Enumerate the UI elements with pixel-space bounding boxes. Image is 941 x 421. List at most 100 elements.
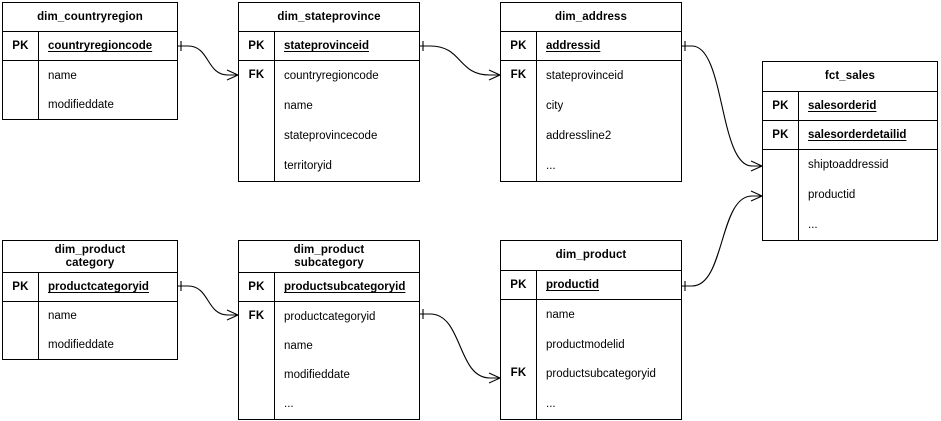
relationship-rel-productcategory-subcategory[interactable] bbox=[178, 281, 239, 321]
attribute-row[interactable]: name bbox=[275, 331, 419, 360]
relationship-rel-countryregion-stateprovince[interactable] bbox=[178, 41, 239, 81]
attribute-row[interactable]: productid bbox=[799, 180, 937, 210]
attribute-name: name bbox=[284, 100, 313, 112]
entity-title-fct_sales: fct_sales bbox=[763, 62, 937, 92]
relationship-rel-product-sales[interactable] bbox=[682, 190, 763, 291]
crowsfoot-prong-2 bbox=[488, 74, 501, 81]
crowsfoot-prong-2 bbox=[750, 195, 763, 202]
entity-attribute-column: name productmodelid productsubcategoryid..… bbox=[537, 300, 681, 419]
key-label: PK bbox=[3, 273, 39, 301]
attribute-row[interactable]: name bbox=[275, 91, 419, 121]
attribute-row[interactable]: productmodelid bbox=[537, 330, 681, 360]
relationship-line bbox=[420, 313, 500, 379]
key-label: PK bbox=[3, 32, 39, 60]
entity-body-dim_productcategory: name modifieddate bbox=[3, 302, 177, 359]
attribute-row[interactable]: productsubcategoryid bbox=[537, 360, 681, 390]
crowsfoot-prong-2 bbox=[226, 314, 239, 321]
attribute-row[interactable]: name bbox=[39, 61, 177, 90]
attribute-row[interactable]: city bbox=[537, 91, 681, 121]
relationship-rel-stateprovince-address[interactable] bbox=[420, 41, 501, 81]
attribute-row[interactable]: stateprovincecode bbox=[275, 121, 419, 151]
entity-key-column bbox=[3, 302, 39, 359]
entity-key-column bbox=[763, 150, 799, 240]
entity-title-dim_countryregion: dim_countryregion bbox=[3, 3, 177, 32]
attribute-row[interactable]: modifieddate bbox=[39, 90, 177, 119]
attribute-row[interactable]: modifieddate bbox=[275, 361, 419, 390]
crowsfoot-prong-2 bbox=[488, 377, 501, 384]
key-label: PK bbox=[239, 32, 275, 60]
attribute-name: name bbox=[48, 310, 77, 323]
attribute-row[interactable]: countryregioncode bbox=[275, 61, 419, 91]
entity-row-pk[interactable]: PK productcategoryid bbox=[3, 273, 177, 302]
crowsfoot-prong-0 bbox=[750, 190, 763, 197]
attribute-row[interactable]: name bbox=[39, 302, 177, 331]
entity-title-dim_address: dim_address bbox=[501, 3, 681, 32]
entity-row-pk[interactable]: PK productsubcategoryid bbox=[239, 273, 419, 302]
entity-key-column bbox=[3, 61, 39, 119]
attribute-row[interactable]: ... bbox=[275, 390, 419, 419]
attribute-name: name bbox=[546, 308, 575, 321]
attribute-name: territoryid bbox=[284, 160, 332, 172]
crowsfoot-prong-2 bbox=[750, 165, 763, 172]
entity-attribute-column: productcategoryid name modifieddate... bbox=[275, 302, 419, 419]
key-label: FK bbox=[510, 367, 527, 380]
key-label: FK bbox=[248, 309, 265, 322]
attribute-row[interactable]: territoryid bbox=[275, 151, 419, 181]
key-label: FK bbox=[510, 69, 527, 81]
attribute-name: productsubcategoryid bbox=[546, 368, 656, 381]
attribute-row[interactable]: shiptoaddressid bbox=[799, 150, 937, 180]
crowsfoot-prong-0 bbox=[226, 69, 239, 76]
attribute-row[interactable]: addressline2 bbox=[537, 121, 681, 151]
entity-key-column: FK bbox=[239, 302, 275, 419]
crowsfoot-prong-0 bbox=[226, 309, 239, 316]
entity-row-pk[interactable]: PK countryregioncode bbox=[3, 32, 177, 61]
attribute-row[interactable]: modifieddate bbox=[39, 331, 177, 360]
attribute-name: productcategoryid bbox=[284, 310, 376, 323]
attribute-name: salesorderdetailid bbox=[808, 129, 907, 141]
entity-key-column: FK bbox=[501, 61, 537, 181]
attribute-name: countryregioncode bbox=[284, 70, 379, 82]
attribute-name: ... bbox=[284, 398, 294, 411]
entity-title-dim_productsubcategory: dim_product subcategory bbox=[239, 241, 419, 273]
attribute-row[interactable]: stateprovinceid bbox=[537, 61, 681, 91]
key-label: PK bbox=[501, 32, 537, 60]
attribute-name: modifieddate bbox=[48, 338, 114, 351]
attribute-name: countryregioncode bbox=[48, 40, 153, 52]
entity-key-column: FK bbox=[239, 61, 275, 181]
entity-body-dim_productsubcategory: FK productcategoryid name modifieddate... bbox=[239, 302, 419, 419]
attribute-name: salesorderid bbox=[808, 100, 877, 112]
attribute-row[interactable]: ... bbox=[537, 151, 681, 181]
entity-attribute-column: name modifieddate bbox=[39, 302, 177, 359]
attribute-row[interactable]: ... bbox=[799, 210, 937, 240]
crowsfoot-prong-0 bbox=[750, 160, 763, 167]
relationship-rel-address-sales[interactable] bbox=[682, 41, 763, 172]
relationship-line bbox=[420, 45, 500, 76]
attribute-name: stateprovincecode bbox=[284, 130, 378, 142]
attribute-name: productmodelid bbox=[546, 338, 625, 351]
relationship-rel-subcategory-product[interactable] bbox=[420, 309, 501, 384]
key-label: PK bbox=[239, 273, 275, 301]
relationship-line bbox=[682, 45, 762, 167]
attribute-name: productsubcategoryid bbox=[284, 281, 406, 293]
attribute-row[interactable]: name bbox=[537, 300, 681, 330]
attribute-name: modifieddate bbox=[284, 369, 350, 382]
crowsfoot-prong-0 bbox=[488, 69, 501, 76]
attribute-row[interactable]: productcategoryid bbox=[275, 302, 419, 331]
attribute-name: productcategoryid bbox=[48, 281, 149, 293]
attribute-row[interactable]: ... bbox=[537, 389, 681, 419]
entity-attribute-column: countryregioncode name stateprovincecode te… bbox=[275, 61, 419, 181]
